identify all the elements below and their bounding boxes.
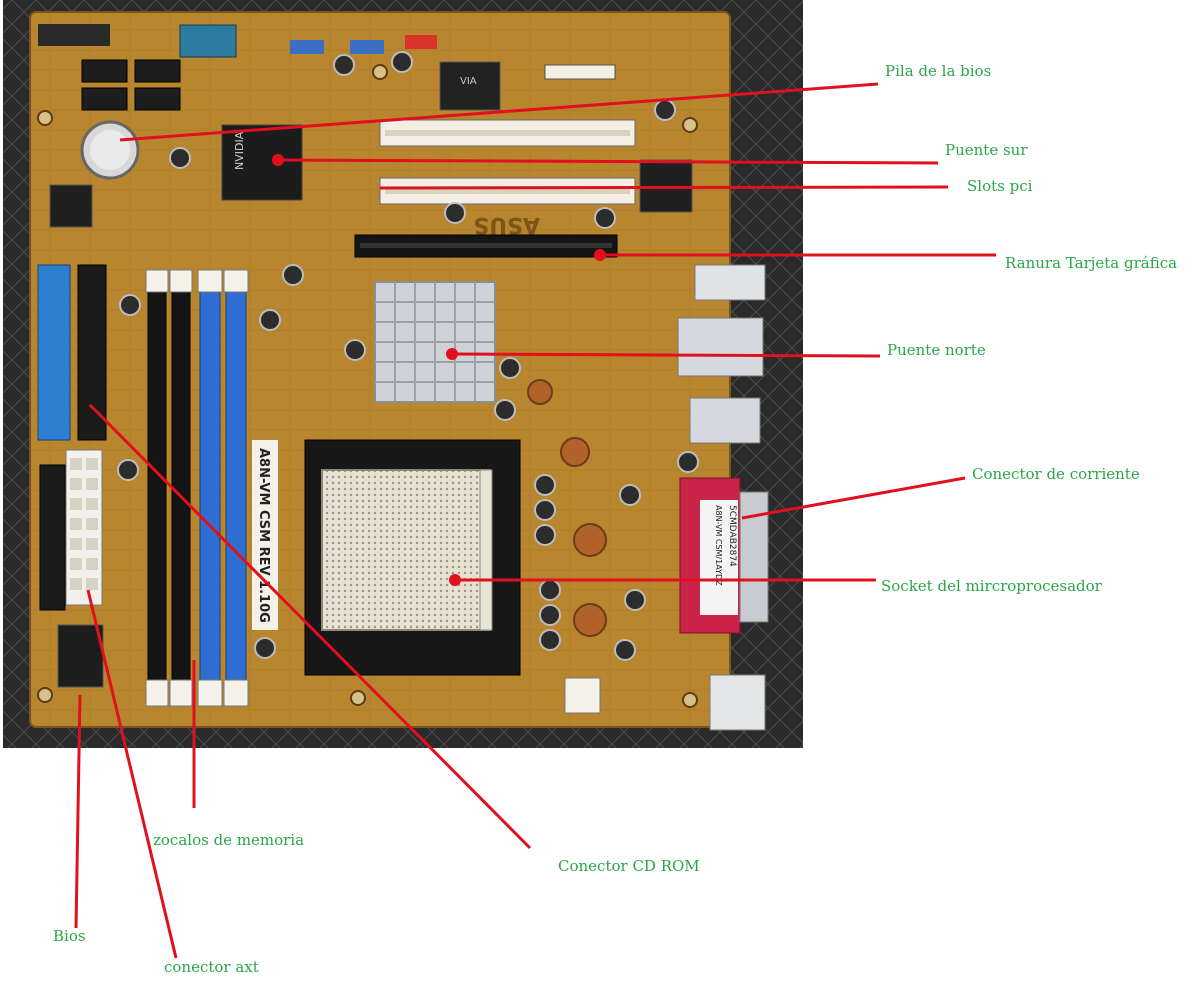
atx-pins <box>70 458 98 590</box>
label-socket: Socket del mircroprocesador <box>881 577 1102 595</box>
heatsink-fins <box>375 282 495 402</box>
model-silkscreen-bg <box>252 440 278 630</box>
label-ranura-grafica: Ranura Tarjeta gráfica <box>1005 254 1178 272</box>
sata-ports <box>81 59 181 111</box>
usb-header <box>179 24 237 58</box>
dimm-slot-4 <box>225 289 247 686</box>
via-audio-chip <box>439 61 501 111</box>
pointer-conector-cd <box>88 403 532 850</box>
cpu-socket <box>321 469 491 631</box>
label-pila-bios: Pila de la bios <box>885 62 992 80</box>
asus-logo: ASUS <box>473 212 540 237</box>
port-serial-text: 5CMDAB2874 <box>727 505 737 567</box>
via-chip-text: VIA <box>460 76 477 87</box>
dimm-slot-2 <box>171 289 191 686</box>
nvidia-chip <box>221 124 303 201</box>
dimm-slot-1 <box>147 289 167 686</box>
red-header <box>405 35 437 49</box>
blue-header-2 <box>350 40 384 54</box>
pointer-ranura-grafica-dot <box>594 249 606 261</box>
label-conector-axt: conector axt <box>164 958 259 976</box>
label-slots-pci: Slots pci <box>967 177 1033 195</box>
floppy-connector <box>39 464 66 611</box>
usb-lan-ports <box>677 317 764 377</box>
usb-ports <box>689 397 761 444</box>
parallel-port-metal <box>739 491 769 623</box>
nvidia-chip-text: NVIDIA <box>233 131 246 170</box>
label-conector-cd: Conector CD ROM <box>558 857 700 875</box>
ide-primary <box>37 264 71 441</box>
ide-secondary <box>77 264 107 441</box>
pci-slot-2-groove <box>385 188 630 194</box>
pointer-conector-corriente <box>741 476 966 520</box>
parallel-port-label-bg <box>700 500 738 615</box>
pointer-pila-bios <box>119 82 879 142</box>
bios-eeprom <box>49 184 93 228</box>
label-puente-sur: Puente sur <box>945 141 1028 159</box>
model-silkscreen: A8N-VM CSM REV 1.10G <box>256 448 271 623</box>
mounting-holes <box>37 64 698 708</box>
dimm-slot-3 <box>199 289 221 686</box>
label-zocalos-memoria: zocalos de memoria <box>153 831 305 849</box>
socket-lever <box>479 469 493 631</box>
graphics-slot-groove <box>360 243 612 248</box>
pointer-puente-norte-dot <box>446 348 458 360</box>
label-puente-norte: Puente norte <box>887 341 986 359</box>
vrm-chokes <box>527 379 607 637</box>
audio-jacks <box>709 674 766 731</box>
front-panel-header <box>38 24 110 46</box>
pointer-lines <box>74 82 996 959</box>
ps2-ports <box>694 264 766 301</box>
pointer-puente-sur <box>277 158 939 165</box>
pointer-slots-pci <box>379 185 949 190</box>
pointer-socket-dot <box>449 574 461 586</box>
blue-header-1 <box>290 40 324 54</box>
label-conector-corriente: Conector de corriente <box>972 465 1140 483</box>
pointer-bios <box>74 694 82 929</box>
pointer-puente-norte <box>451 352 881 358</box>
pci-e-x1-slot <box>544 64 616 80</box>
label-bios: Bios <box>53 927 86 945</box>
cmos-battery-inner <box>90 130 130 170</box>
pointer-puente-sur-dot <box>272 154 284 166</box>
aux-power-4pin <box>564 677 601 714</box>
dimm-clips <box>145 269 249 707</box>
port-label-text: A8N-VM CSM/1AYDZ <box>714 505 723 586</box>
pci-slot-1-groove <box>385 130 630 136</box>
capacitors <box>117 51 699 661</box>
pointer-conector-axt <box>86 589 178 959</box>
bios-flash-chip <box>57 624 104 688</box>
